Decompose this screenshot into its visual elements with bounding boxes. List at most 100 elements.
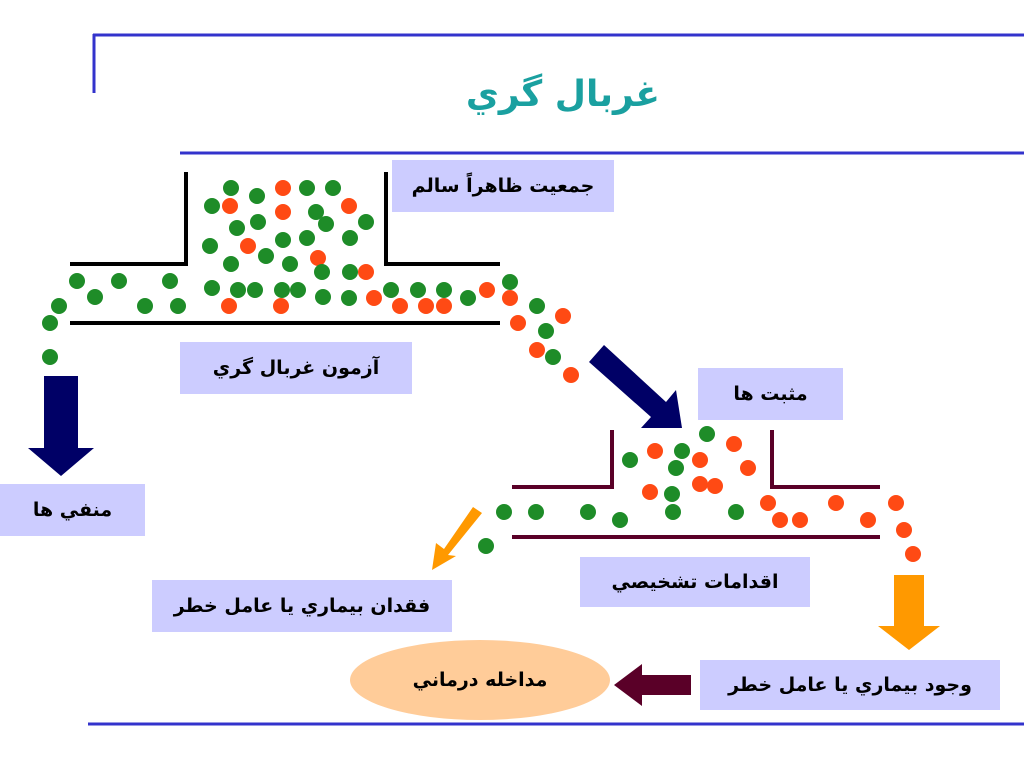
green-dot: [383, 282, 399, 298]
green-dot: [314, 264, 330, 280]
green-dot: [436, 282, 452, 298]
screening-funnel: [70, 172, 500, 325]
green-dot: [111, 273, 127, 289]
green-dot: [170, 298, 186, 314]
no-disease-label: فقدان بيماري يا عامل خطر: [152, 580, 452, 632]
red-dot: [905, 546, 921, 562]
green-dot: [202, 238, 218, 254]
green-dot: [250, 214, 266, 230]
green-dot: [249, 188, 265, 204]
red-dot: [692, 452, 708, 468]
green-dot: [538, 323, 554, 339]
green-dot: [204, 280, 220, 296]
red-dot: [502, 290, 518, 306]
green-dot: [358, 214, 374, 230]
green-dot: [274, 282, 290, 298]
red-dot: [392, 298, 408, 314]
green-dot: [529, 298, 545, 314]
screening-test-label: آزمون غربال گري: [180, 342, 412, 394]
red-dot: [529, 342, 545, 358]
green-dot: [42, 349, 58, 365]
red-dot: [275, 204, 291, 220]
red-dot: [418, 298, 434, 314]
green-dot: [342, 230, 358, 246]
positives-label: مثبت ها: [698, 368, 843, 420]
green-dot: [341, 290, 357, 306]
red-dot: [563, 367, 579, 383]
red-dot: [726, 436, 742, 452]
green-dot: [247, 282, 263, 298]
green-dot: [223, 180, 239, 196]
red-dot: [222, 198, 238, 214]
green-dot: [325, 180, 341, 196]
red-dot: [240, 238, 256, 254]
has-disease-label: وجود بيماري يا عامل خطر: [700, 660, 1000, 710]
population-label: جمعيت ظاهراً سالم: [392, 160, 614, 212]
red-dot: [510, 315, 526, 331]
diagnostic-funnel: [512, 430, 880, 539]
red-dot: [341, 198, 357, 214]
green-dot: [318, 216, 334, 232]
green-dot: [223, 256, 239, 272]
red-dot: [760, 495, 776, 511]
green-dot: [496, 504, 512, 520]
diagnostic-label: اقدامات تشخيصي: [580, 557, 810, 607]
red-dot: [366, 290, 382, 306]
green-dot: [51, 298, 67, 314]
green-dot: [699, 426, 715, 442]
intervention-oval: مداخله درماني: [350, 640, 610, 720]
green-dot: [258, 248, 274, 264]
red-dot: [707, 478, 723, 494]
red-dot: [828, 495, 844, 511]
disease-arrow: [878, 575, 940, 650]
red-dot: [888, 495, 904, 511]
green-dot: [664, 486, 680, 502]
intervention-arrow: [614, 664, 691, 706]
green-dot: [622, 452, 638, 468]
red-dot: [275, 180, 291, 196]
green-dot: [528, 504, 544, 520]
red-dot: [860, 512, 876, 528]
green-dot: [69, 273, 85, 289]
red-dot: [221, 298, 237, 314]
red-dot: [273, 298, 289, 314]
green-dot: [460, 290, 476, 306]
green-dot: [290, 282, 306, 298]
green-dot: [42, 315, 58, 331]
green-dot: [612, 512, 628, 528]
green-dot: [502, 274, 518, 290]
green-dot: [545, 349, 561, 365]
green-dot: [342, 264, 358, 280]
red-dot: [772, 512, 788, 528]
green-dot: [299, 180, 315, 196]
green-dot: [204, 198, 220, 214]
green-dot: [668, 460, 684, 476]
green-dot: [478, 538, 494, 554]
green-dot: [728, 504, 744, 520]
positives-arrow: [589, 345, 682, 428]
green-dot: [410, 282, 426, 298]
green-dot: [275, 232, 291, 248]
red-dot: [310, 250, 326, 266]
green-dot: [230, 282, 246, 298]
red-dot: [896, 522, 912, 538]
green-dot: [665, 504, 681, 520]
red-dot: [647, 443, 663, 459]
red-dot: [358, 264, 374, 280]
green-dot: [282, 256, 298, 272]
red-dot: [642, 484, 658, 500]
negatives-arrow: [28, 376, 94, 476]
red-dot: [436, 298, 452, 314]
population-dots: [42, 180, 921, 562]
negatives-label: منفي ها: [0, 484, 145, 536]
green-dot: [299, 230, 315, 246]
green-dot: [674, 443, 690, 459]
green-dot: [229, 220, 245, 236]
red-dot: [479, 282, 495, 298]
red-dot: [555, 308, 571, 324]
no-disease-arrow: [432, 507, 482, 570]
green-dot: [580, 504, 596, 520]
red-dot: [692, 476, 708, 492]
green-dot: [162, 273, 178, 289]
